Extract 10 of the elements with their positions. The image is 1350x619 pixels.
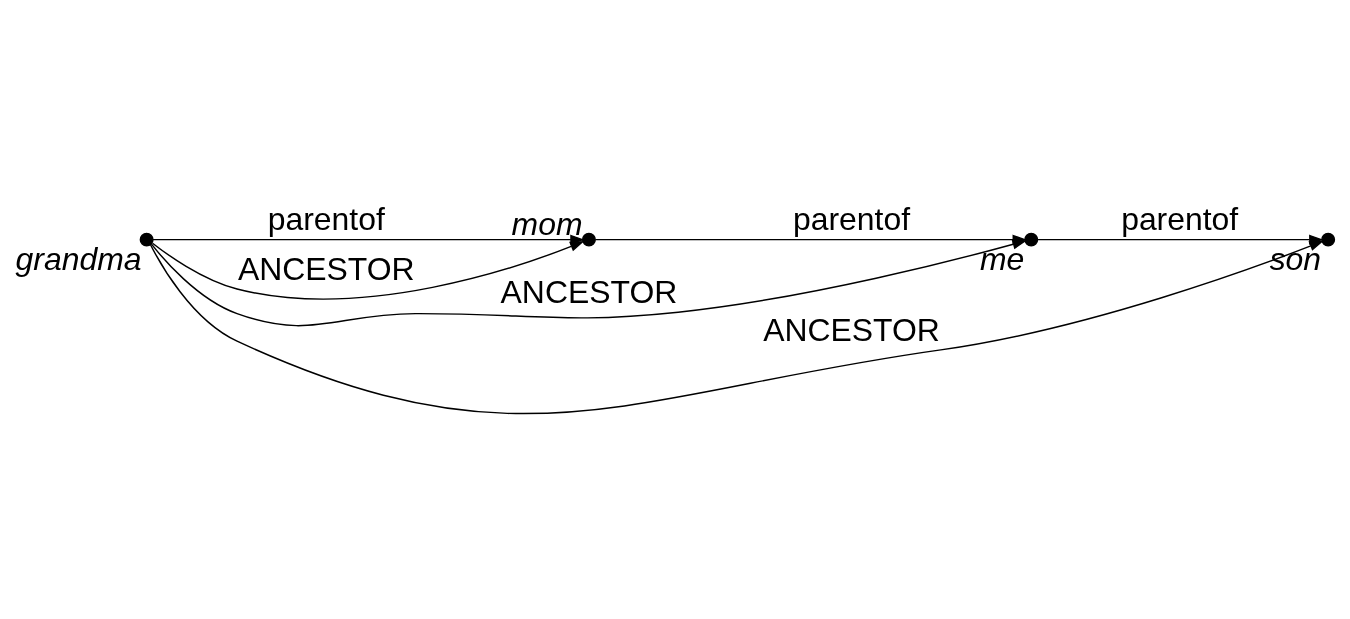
edge-label: parentof <box>1121 201 1239 238</box>
node-label: mom <box>511 206 583 243</box>
node-label: grandma <box>15 240 142 277</box>
edge-label: parentof <box>793 201 911 238</box>
edge-label: parentof <box>267 201 385 238</box>
edge-label: ANCESTOR <box>763 311 940 348</box>
node-label: son <box>1269 240 1322 277</box>
edge-label: ANCESTOR <box>500 273 678 310</box>
edge-label: ANCESTOR <box>237 250 415 287</box>
node-label: me <box>979 240 1025 277</box>
